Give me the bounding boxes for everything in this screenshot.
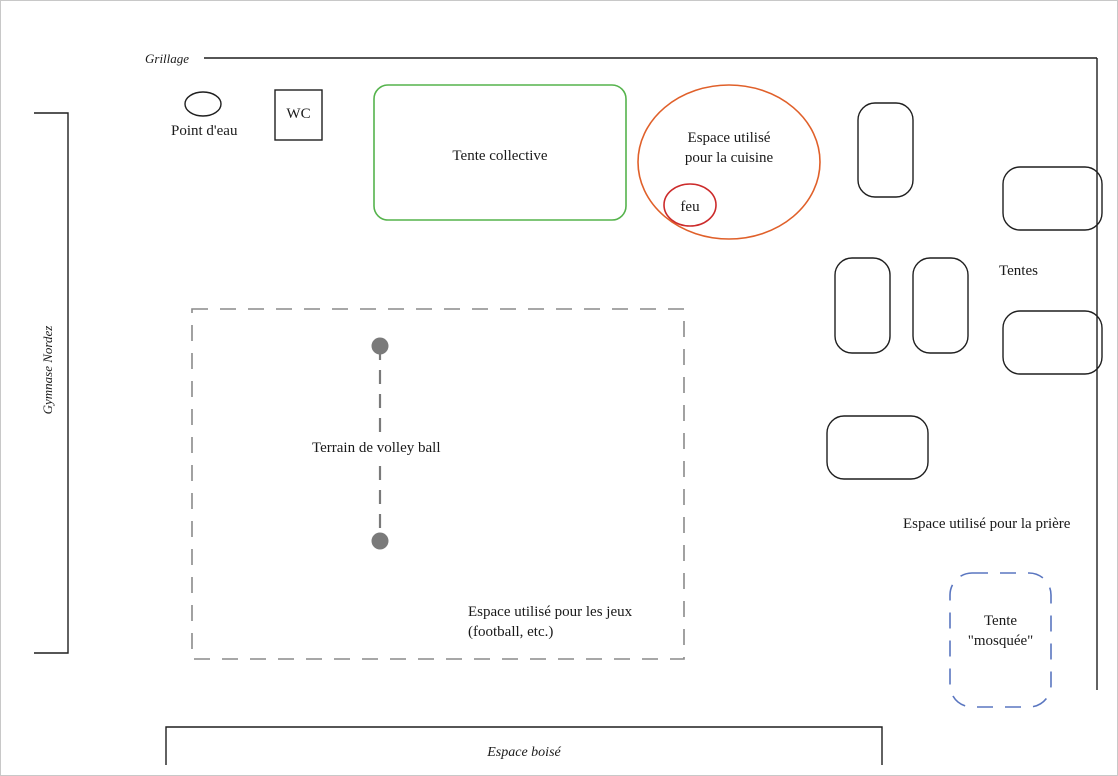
gymnase-label: Gymnase Nordez: [40, 325, 55, 415]
point-eau-label: Point d'eau: [171, 123, 238, 139]
point-eau-symbol: [184, 91, 222, 117]
tent-4: [912, 257, 969, 354]
wc-label: WC: [286, 106, 311, 122]
volley-post-bottom: [371, 532, 389, 550]
tent-2: [1002, 166, 1103, 231]
feu-circle: [663, 183, 717, 227]
cuisine-label: Espace utilisé pour la cuisine: [684, 130, 774, 166]
gymnase-wall: [34, 112, 69, 654]
wc-box: [274, 89, 323, 141]
cuisine-area-outline: [637, 84, 821, 240]
feu-label: feu: [680, 199, 700, 215]
mosquee-tent-outline: [949, 572, 1052, 708]
grillage-label: Grillage: [145, 49, 194, 69]
tent-6: [826, 415, 929, 480]
tente-collective-outline: [373, 84, 627, 221]
volley-label: Terrain de volley ball: [311, 438, 442, 458]
tentes-label: Tentes: [999, 263, 1038, 279]
tent-3: [834, 257, 891, 354]
tent-5: [1002, 310, 1103, 375]
priere-label: Espace utilisé pour la prière: [903, 516, 1071, 532]
jeux-label: Espace utilisé pour les jeux (football, …: [468, 604, 633, 640]
volley-post-top: [371, 337, 389, 355]
tente-collective-label: Tente collective: [452, 148, 548, 164]
mosquee-label: Tente "mosquée": [967, 613, 1034, 649]
tent-1: [857, 102, 914, 198]
espace-boise-label: Espace boisé: [487, 745, 561, 760]
espace-boise-border: [165, 726, 883, 765]
